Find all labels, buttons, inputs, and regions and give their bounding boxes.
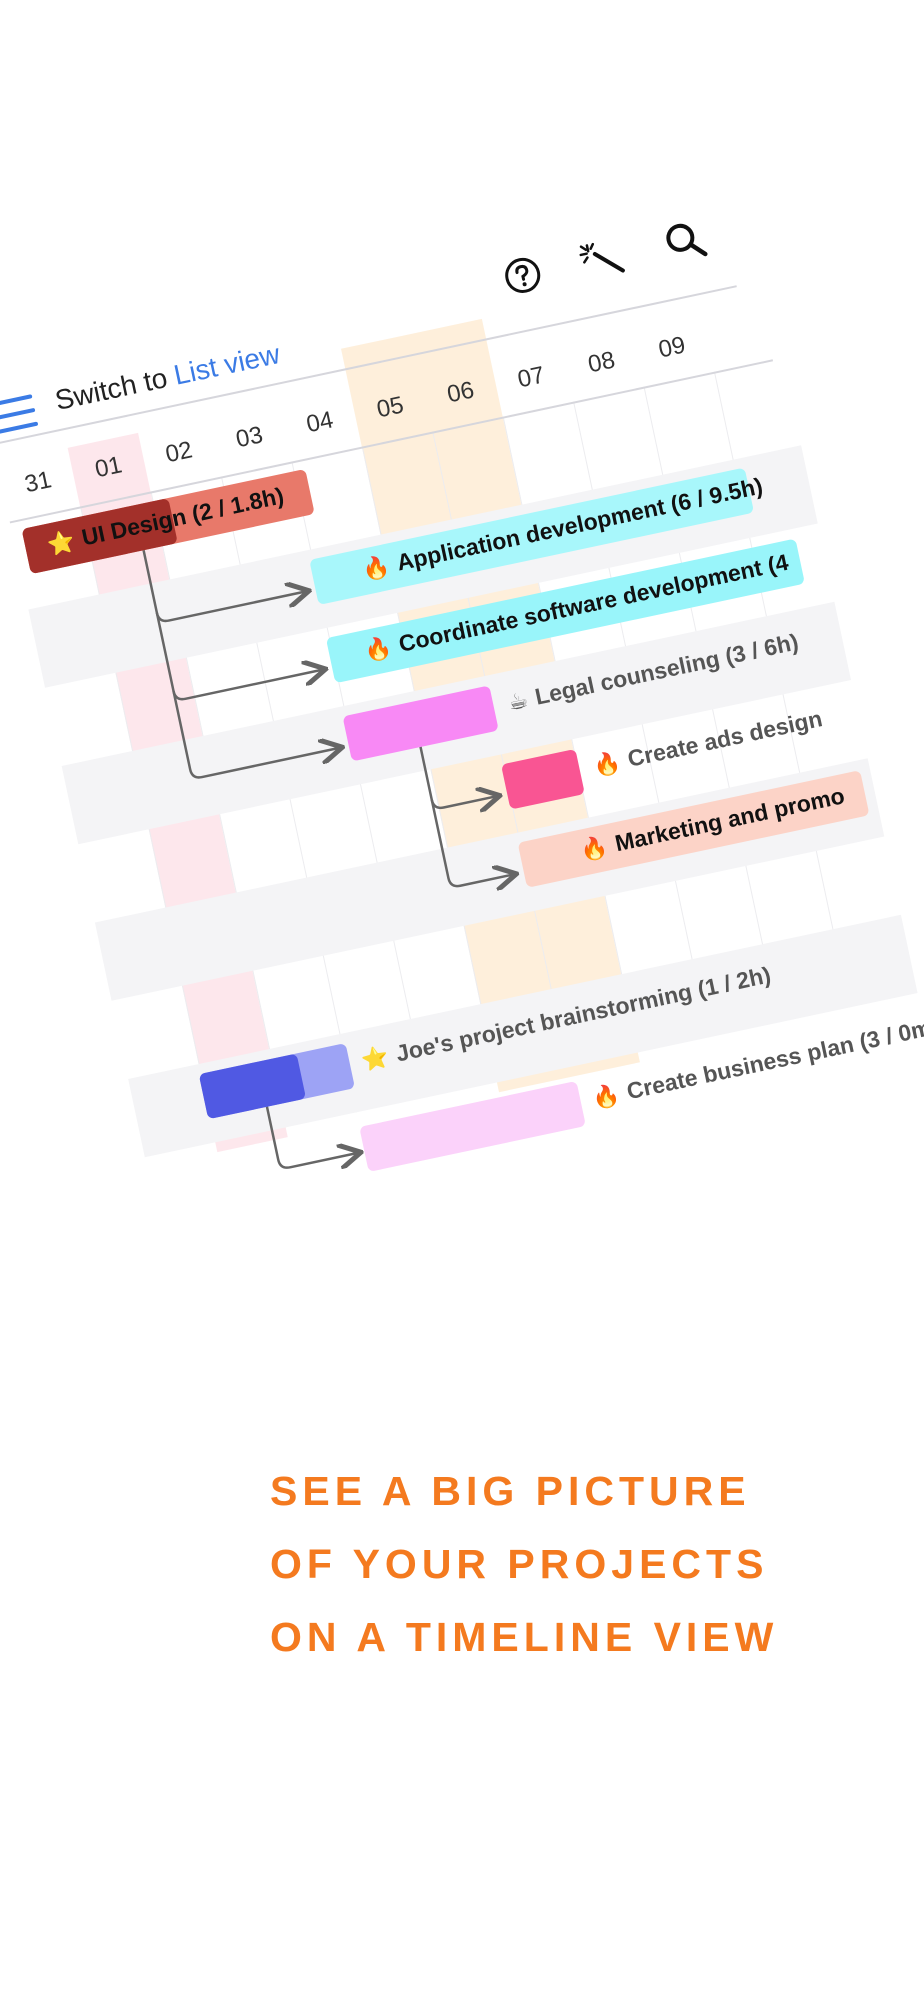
timeline-view: Switch to List view xyxy=(0,206,924,1347)
coffee-icon: ☕ xyxy=(505,686,531,716)
magic-wand-icon[interactable] xyxy=(576,234,629,283)
fire-icon: 🔥 xyxy=(359,552,392,583)
fire-icon: 🔥 xyxy=(361,633,394,664)
promo-headline: SEE A BIG PICTURE OF YOUR PROJECTS ON A … xyxy=(270,1455,778,1674)
fire-icon: 🔥 xyxy=(589,1080,622,1112)
headline-line: OF YOUR PROJECTS xyxy=(270,1541,769,1587)
fire-icon: 🔥 xyxy=(590,748,623,779)
toolbar-actions xyxy=(500,216,710,300)
star-icon: ⭐ xyxy=(44,527,77,558)
headline-line: SEE A BIG PICTURE xyxy=(270,1468,751,1514)
dependency-arrows xyxy=(142,550,924,1347)
headline-line: ON A TIMELINE VIEW xyxy=(270,1614,779,1660)
fire-icon: 🔥 xyxy=(578,833,611,864)
star-icon: ⭐ xyxy=(358,1043,391,1074)
timeline-toolbar: Switch to List view xyxy=(0,206,737,448)
search-icon[interactable] xyxy=(660,216,710,266)
help-icon[interactable] xyxy=(500,253,545,298)
